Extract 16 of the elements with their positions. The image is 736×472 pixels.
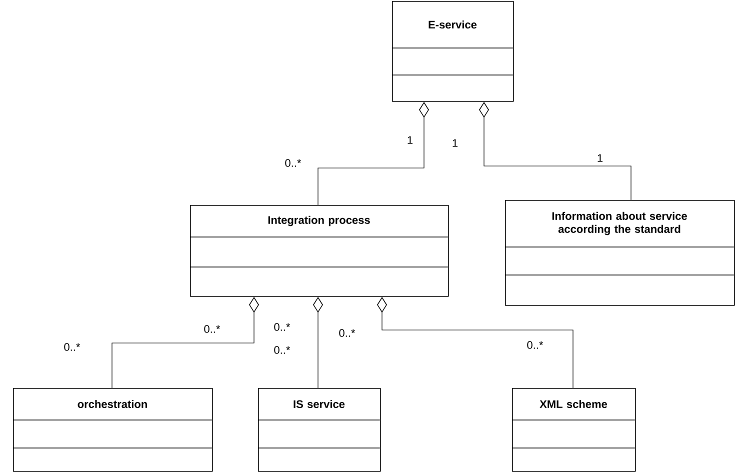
class-box: Information about service according the standard [504, 200, 735, 306]
multiplicity-label: 0..* [285, 159, 302, 167]
multiplicity-label: 0..* [339, 329, 356, 337]
multiplicity-label: 1 [598, 154, 603, 162]
multiplicity-label: 1 [408, 136, 413, 144]
class-box: Integration process [190, 205, 449, 297]
multiplicity-label: 1 [452, 139, 458, 147]
class-box: IS service [258, 388, 381, 472]
multiplicity-label: 0..* [204, 325, 220, 333]
multiplicity-label: 0..* [64, 343, 80, 351]
multiplicity-label: 0..* [274, 346, 290, 354]
multiplicity-label: 0..* [274, 323, 290, 331]
multiplicity-label: 0..* [527, 341, 544, 349]
class-box: E-service [392, 1, 514, 102]
class-box: orchestration [12, 388, 213, 472]
class-box: XML scheme [512, 388, 636, 472]
